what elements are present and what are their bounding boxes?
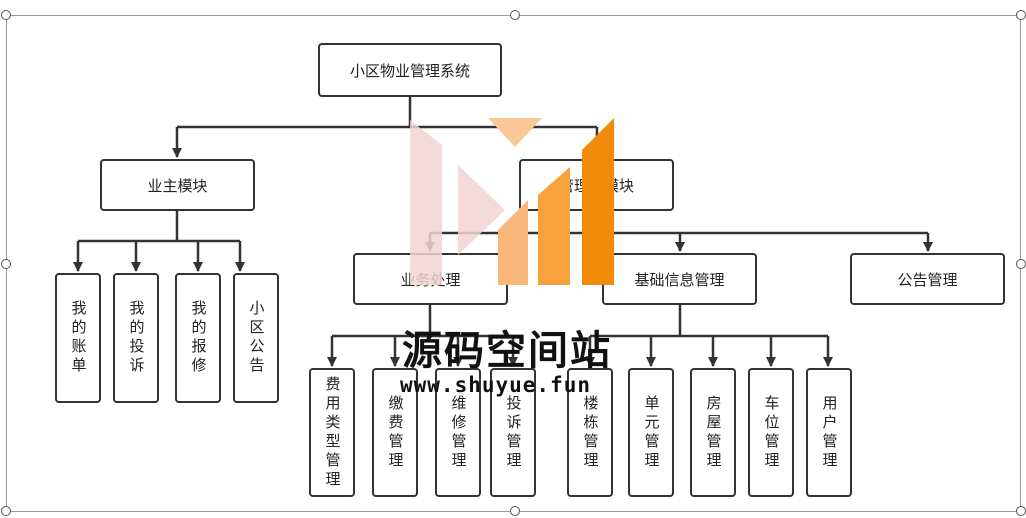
node-my-complaint[interactable]: 我的投诉	[113, 273, 159, 403]
watermark-logo-pink-shape	[410, 120, 442, 285]
node-notice-management[interactable]: 公告管理	[850, 253, 1005, 305]
watermark-logo-pink-triangle	[458, 165, 505, 255]
resize-handle-bottom-left[interactable]	[1, 506, 11, 516]
resize-handle-top-left[interactable]	[1, 10, 11, 20]
node-my-bill[interactable]: 我的账单	[55, 273, 101, 403]
node-fee-type-management[interactable]: 费用类型管理	[309, 368, 355, 497]
node-basic-info-management[interactable]: 基础信息管理	[602, 253, 757, 305]
node-complaint-management[interactable]: 投诉管理	[490, 368, 536, 497]
resize-handle-top-middle[interactable]	[510, 10, 520, 20]
resize-handle-bottom-middle[interactable]	[510, 506, 520, 516]
node-unit-management[interactable]: 单元管理	[628, 368, 674, 497]
node-house-management[interactable]: 房屋管理	[690, 368, 736, 497]
node-parking-management[interactable]: 车位管理	[748, 368, 794, 497]
watermark-logo-top-triangle	[488, 118, 542, 147]
watermark-logo-icon	[410, 118, 614, 285]
node-community-notice[interactable]: 小区公告	[233, 273, 279, 403]
watermark-logo-bar-1	[498, 200, 528, 285]
resize-handle-left-middle[interactable]	[1, 259, 11, 269]
node-user-management[interactable]: 用户管理	[806, 368, 852, 497]
watermark-logo-bar-2	[538, 167, 570, 285]
node-building-management[interactable]: 楼栋管理	[567, 368, 613, 497]
watermark-logo-bar-3	[582, 118, 614, 285]
watermark-url: www.shuyue.fun	[400, 373, 592, 397]
node-payment-management[interactable]: 缴费管理	[372, 368, 418, 497]
node-repair-management[interactable]: 维修管理	[435, 368, 481, 497]
node-root[interactable]: 小区物业管理系统	[318, 43, 502, 97]
node-my-repair[interactable]: 我的报修	[175, 273, 221, 403]
node-owner-module[interactable]: 业主模块	[100, 159, 255, 211]
watermark-title: 源码空间站	[402, 328, 612, 374]
